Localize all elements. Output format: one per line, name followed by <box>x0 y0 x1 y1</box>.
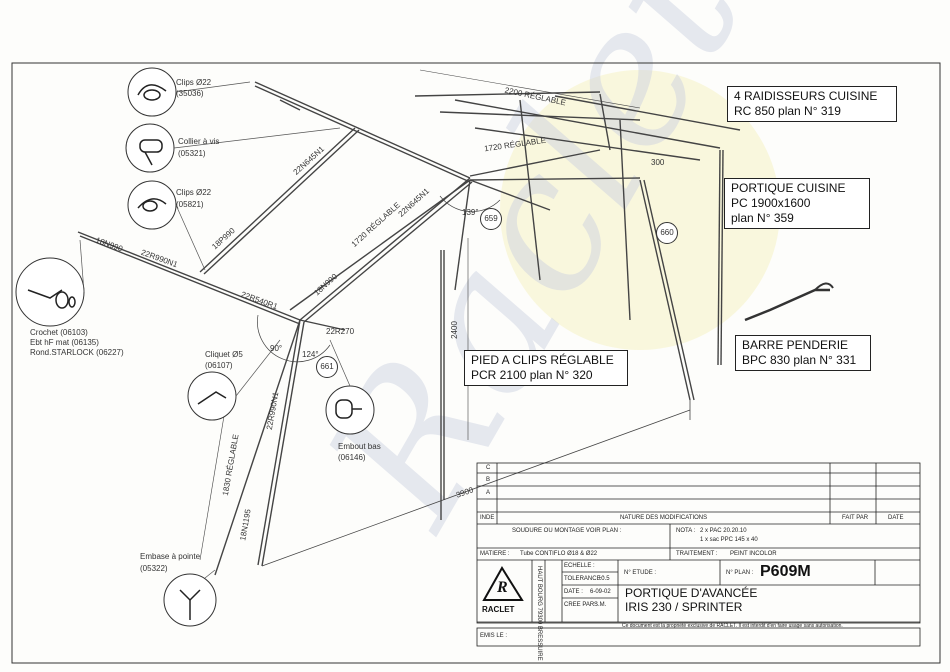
part-collier-ref: (05321) <box>178 149 206 158</box>
part-embout-name: Embout bas <box>338 442 381 451</box>
traitement-value: PEINT INCOLOR <box>730 551 777 557</box>
disclaimer: Ce document est la propriété exclusive d… <box>622 623 843 629</box>
circle-660: 660 <box>656 222 678 244</box>
circle-661: 661 <box>316 356 338 378</box>
part-clips2-name: Clips Ø22 <box>176 188 212 197</box>
callout-raidisseurs-title: 4 RAIDISSEURS CUISINE <box>734 89 878 103</box>
tolerance-label: TOLERANCE : <box>564 576 604 582</box>
title-block-lines <box>476 462 921 647</box>
frame-structure <box>77 69 741 576</box>
matiere-label: MATIERE : <box>480 551 510 557</box>
company-address: HAUT BOURG 79300 BRESSUIRE <box>536 566 542 661</box>
soudure-label: SOUDURE OU MONTAGE VOIR PLAN : <box>512 528 622 534</box>
callout-portique-title: PORTIQUE CUISINE <box>731 181 846 195</box>
nota-2: 1 x sac PPC 145 x 40 <box>700 537 758 543</box>
watermark-circle <box>500 70 780 350</box>
callout-pied-ref: PCR 2100 plan N° 320 <box>471 368 593 382</box>
ind-header: INDE <box>480 515 495 521</box>
plan-number: P609M <box>760 563 811 580</box>
part-embase-name: Embase à pointe <box>140 552 201 561</box>
echelle-label: ECHELLE : <box>564 563 595 569</box>
part-cliquet-ref: (06107) <box>205 361 233 370</box>
date-header: DATE <box>888 515 904 521</box>
callout-portique-size: PC 1900x1600 <box>731 196 811 210</box>
circle-659: 659 <box>480 208 502 230</box>
dim-300: 300 <box>651 158 665 167</box>
nota-label: NOTA : <box>676 528 696 534</box>
callout-barre-title: BARRE PENDERIE <box>742 338 849 352</box>
matiere-value: Tube CONTIFLO Ø18 & Ø22 <box>520 551 598 557</box>
angle-arc-top <box>439 195 501 213</box>
leader-lines <box>79 81 351 579</box>
fait-par-header: FAIT PAR <box>842 515 869 521</box>
etude-label: N° ETUDE : <box>624 570 657 576</box>
barre-penderie-sketch <box>744 288 830 322</box>
plan-label: N° PLAN : <box>726 570 754 576</box>
cree-value: S.M. <box>594 602 607 608</box>
part-embout-ref: (06146) <box>338 453 366 462</box>
part-collier-name: Collier à vis <box>178 137 220 146</box>
cree-label: CREE PAR : <box>564 602 598 608</box>
angle-90: 90° <box>270 344 283 353</box>
dim-2400: 2400 <box>449 321 459 339</box>
svg-text:R: R <box>496 579 508 596</box>
part-embase-ref: (05322) <box>140 564 168 573</box>
part-cliquet-name: Cliquet Ø5 <box>205 350 243 359</box>
rev-a: A <box>486 490 491 496</box>
date-label: DATE : <box>564 589 583 595</box>
part-clips2-ref: (05821) <box>176 200 204 209</box>
callout-portique-cuisine: PORTIQUE CUISINE PC 1900x1600 plan N° 35… <box>724 178 870 229</box>
callout-raidisseurs: 4 RAIDISSEURS CUISINE RC 850 plan N° 319 <box>727 86 897 122</box>
callout-barre-ref: BPC 830 plan N° 331 <box>742 353 857 367</box>
traitement-label: TRAITEMENT : <box>676 551 718 557</box>
rev-c: C <box>486 465 491 471</box>
drawing-title-1: PORTIQUE D'AVANCÉE <box>625 586 758 600</box>
part-crochet-line3: Rond.STARLOCK (06227) <box>30 348 124 357</box>
angle-124: 124° <box>302 350 319 359</box>
dim-22r270: 22R270 <box>326 327 355 336</box>
part-clips1-name: Clips Ø22 <box>176 78 212 87</box>
company-name: RACLET <box>482 605 515 614</box>
raclet-logo: R <box>482 566 524 601</box>
part-crochet-line2: Ebt hF mat (06135) <box>30 338 99 347</box>
rev-b: B <box>486 477 491 483</box>
tolerance-value: ±0.5 <box>598 576 610 582</box>
part-crochet-line1: Crochet (06103) <box>30 328 88 337</box>
part-clips1-ref: (35036) <box>176 89 204 98</box>
nota-1: 2 x PAC 20.20.10 <box>700 528 747 534</box>
callout-raidisseurs-ref: RC 850 plan N° 319 <box>734 104 841 118</box>
callout-pied-clips: PIED A CLIPS RÉGLABLE PCR 2100 plan N° 3… <box>464 350 628 386</box>
nature-header: NATURE DES MODIFICATIONS <box>620 515 708 521</box>
callout-barre-penderie: BARRE PENDERIE BPC 830 plan N° 331 <box>735 335 871 371</box>
angle-arc <box>257 314 331 363</box>
date-value: 6-09-02 <box>590 589 611 595</box>
emis-label: EMIS LE : <box>480 633 508 639</box>
part-sketches <box>27 84 362 620</box>
angle-139: 139° <box>462 208 479 217</box>
callout-portique-ref: plan N° 359 <box>731 211 794 225</box>
drawing-border <box>11 62 941 664</box>
callout-pied-title: PIED A CLIPS RÉGLABLE <box>471 353 614 367</box>
drawing-title-2: IRIS 230 / SPRINTER <box>625 600 743 614</box>
